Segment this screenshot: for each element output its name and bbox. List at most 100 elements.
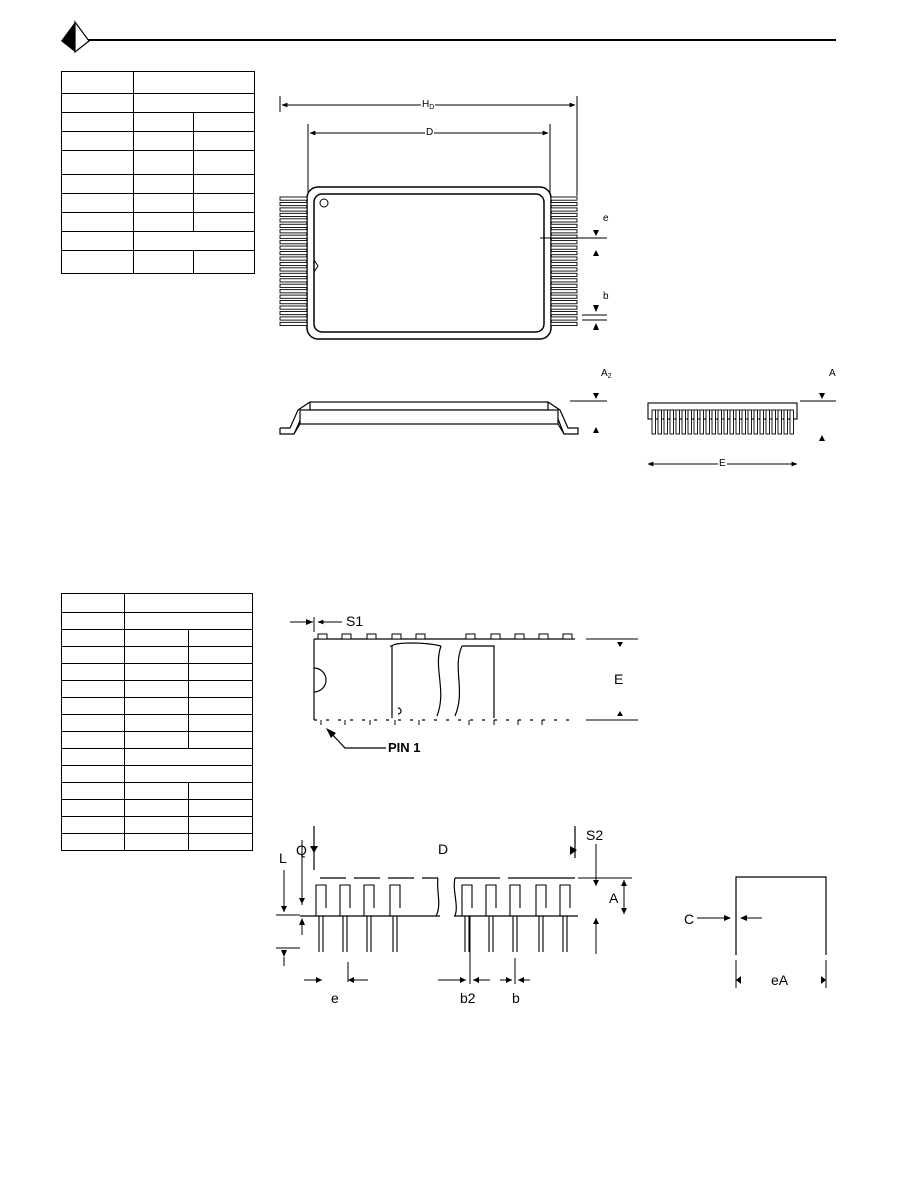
- tsop-end-lead: [759, 409, 764, 435]
- tsop-lead-left: [279, 240, 308, 245]
- table-cell: [188, 833, 253, 851]
- dimension-a2: [570, 393, 607, 433]
- tsop-lead-right: [550, 267, 578, 272]
- tsop-lead-right: [550, 201, 578, 207]
- tsop-lead-right: [550, 278, 578, 283]
- tsop-end-lead: [651, 409, 656, 435]
- dimension-c: [697, 915, 762, 921]
- tsop-lead-right: [550, 316, 578, 321]
- pin1-leader: [326, 728, 386, 749]
- label-s2: S2: [586, 827, 604, 843]
- tsop-lead-right: [550, 300, 578, 305]
- dip-side-pin-shoulder: [485, 884, 497, 916]
- tsop-lead-left: [279, 283, 308, 288]
- break-line-right: [454, 645, 463, 717]
- tsop-lead-left: [279, 316, 308, 321]
- dimension-s1: [290, 617, 342, 632]
- tsop-lead-left: [279, 272, 308, 277]
- tsop-end-lead: [729, 409, 734, 435]
- label-a2: A2: [601, 368, 612, 380]
- tsop-lead-right: [550, 311, 578, 316]
- dip-side-pin-shoulder: [509, 884, 521, 916]
- tsop-lead-right: [550, 321, 578, 327]
- dip-top-pin: [562, 633, 573, 640]
- tsop-lead-left: [279, 278, 308, 283]
- dip-top-pin: [366, 633, 377, 640]
- tsop-end-lead: [705, 409, 710, 435]
- label-dip-d: D: [438, 841, 449, 857]
- dip-top-pin: [514, 633, 525, 640]
- label-e-width: E: [718, 458, 727, 469]
- dip-top-pins: [317, 633, 573, 725]
- dip-side-pin-shoulder: [339, 884, 351, 916]
- table-cell: [193, 250, 255, 274]
- label-b2: b2: [460, 990, 476, 1006]
- tsop-lead-right: [550, 289, 578, 294]
- tsop-lead-right: [550, 212, 578, 218]
- tsop-end-lead: [777, 409, 782, 435]
- label-l: L: [279, 850, 287, 866]
- tsop-lead-left: [279, 289, 308, 294]
- tsop-lead-right: [550, 272, 578, 277]
- dip-side-pins: [315, 884, 571, 952]
- label-pin1: PIN 1: [388, 740, 421, 755]
- tsop-lead-left: [279, 201, 308, 207]
- dip-top-pin: [391, 633, 402, 640]
- tsop-leads: [279, 196, 578, 327]
- tsop-end-lead: [663, 409, 668, 435]
- label-a2-subscript: 2: [607, 373, 612, 380]
- table-cell: [61, 250, 134, 274]
- label-a: A: [829, 368, 836, 379]
- tsop-end-lead: [669, 409, 674, 435]
- tsop-dimension-table: [61, 71, 255, 274]
- dip-side-pin-shoulder: [559, 884, 571, 916]
- dimension-l: [276, 870, 305, 966]
- tsop-end-leads: [651, 409, 794, 435]
- company-logo-icon: [61, 20, 90, 54]
- table-cell: [133, 250, 194, 274]
- tsop-end-lead: [675, 409, 680, 435]
- dip-top-pin: [317, 633, 328, 640]
- break-line-left: [436, 645, 442, 717]
- tsop-end-lead: [693, 409, 698, 435]
- tsop-lead-left: [279, 294, 308, 299]
- tsop-end-lead: [783, 409, 788, 435]
- label-a2-text: A: [601, 368, 608, 379]
- dip-side-pin-shoulder: [389, 884, 401, 916]
- dimension-dip-e: [586, 638, 638, 721]
- dimension-dip-e-pitch: [304, 962, 368, 983]
- tsop-lead-right: [550, 261, 578, 267]
- label-dip-a: A: [609, 890, 619, 906]
- tsop-lead-left: [279, 234, 308, 239]
- tsop-lead-right: [550, 305, 578, 310]
- label-q: Q: [296, 842, 307, 858]
- dimension-q: [299, 840, 318, 905]
- label-e-pitch: e: [603, 213, 609, 224]
- tsop-lead-right: [550, 240, 578, 245]
- tsop-end-lead: [711, 409, 716, 435]
- dimension-a: [800, 393, 836, 441]
- tsop-lead-right: [550, 223, 578, 228]
- dip-top-pin: [490, 633, 501, 640]
- pin1-indicator-icon: [319, 198, 329, 208]
- label-s1: S1: [346, 613, 364, 629]
- tsop-lead-right: [550, 196, 578, 201]
- tsop-end-lead: [681, 409, 686, 435]
- tsop-lead-right: [550, 207, 578, 212]
- tsop-lead-left: [279, 207, 308, 212]
- tsop-end-lead: [699, 409, 704, 435]
- dip-top-pin: [341, 633, 352, 640]
- tsop-body-inner: [313, 193, 545, 333]
- label-d: D: [425, 127, 435, 138]
- label-dip-e: E: [614, 671, 624, 687]
- tsop-lead-right: [550, 218, 578, 223]
- tsop-lead-left: [279, 300, 308, 305]
- tsop-lead-left: [279, 256, 308, 261]
- tsop-lead-right: [550, 294, 578, 299]
- dimension-dip-b: [500, 958, 530, 984]
- tsop-side-view: [279, 401, 579, 435]
- label-ea: eA: [771, 972, 789, 988]
- dip-side-pin-shoulder: [461, 884, 473, 916]
- tsop-lead-right: [550, 283, 578, 288]
